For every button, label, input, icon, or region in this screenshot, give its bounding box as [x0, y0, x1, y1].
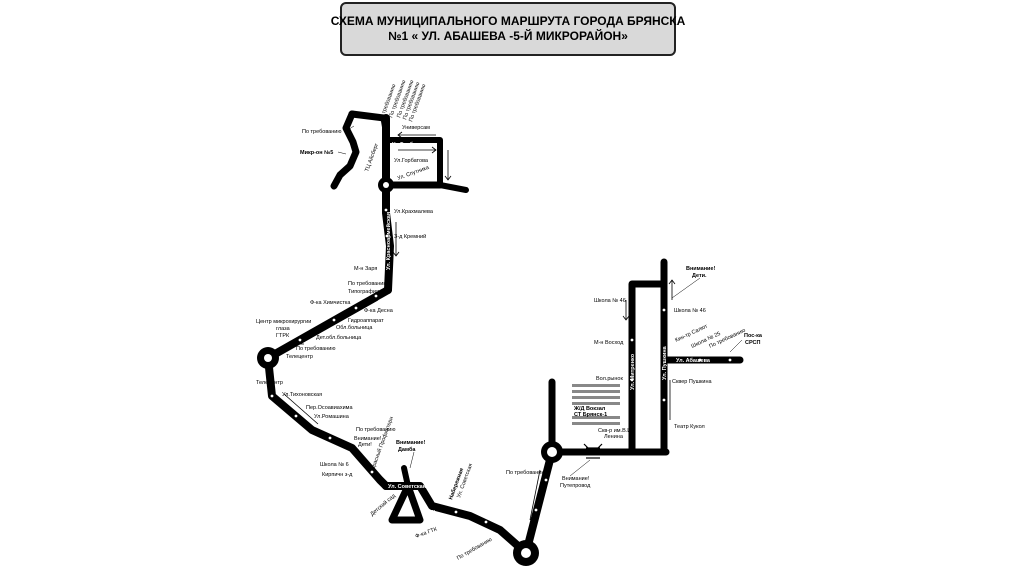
- street-krasnoarmeyskaya: Ул. Красноармейская: [385, 212, 392, 270]
- label-det-obl-bolnitsa: Дет.обл.больница: [316, 335, 362, 341]
- label-pos-ka-srsp-2: СРСП: [745, 340, 760, 346]
- stop-markers: [270, 208, 732, 524]
- label-sputnik: Ул. Спутника: [397, 165, 431, 182]
- label-pos-ka-srsp-1: Пос-ка: [744, 333, 763, 339]
- label-zhd-vokzal-2: СТ Брянск-1: [574, 412, 607, 418]
- label-po-treb-tele: По требованию: [296, 346, 335, 352]
- overpass-icon: [583, 443, 603, 459]
- label-po-treb-mid: По требованию: [356, 427, 395, 433]
- label-vnimanie-puteprovod-2: Путепровод: [560, 483, 591, 489]
- label-krakhmaleva: Ул.Крахмалева: [394, 209, 434, 215]
- label-teatr-kukol: Театр Кукол: [674, 424, 705, 430]
- label-vnimanie-damba-2: Дамба: [398, 446, 416, 453]
- label-center-mikr-2: глаза: [276, 326, 291, 332]
- label-romashina: Ул.Ромашина: [314, 414, 350, 420]
- label-shkola46-right: Школа № 46: [674, 308, 706, 314]
- label-univermag: Универсам: [402, 125, 430, 131]
- label-skver-lenin-2: Ленина: [604, 434, 624, 440]
- label-vnimanie-deti-1: Внимание!: [354, 436, 382, 442]
- label-vnimanie-deti-2: Дети!: [358, 442, 372, 448]
- label-skver-lenin-1: Скв-р им.В.И: [598, 428, 631, 434]
- label-shkola6: Школа № 6: [320, 462, 349, 468]
- label-f-ka-gtk: Ф-ка ГТК: [415, 526, 439, 540]
- label-krasnyi-prof: Красный Профинтерн: [369, 416, 395, 471]
- street-pushkina: Ул. Пушкина: [662, 345, 668, 380]
- street-gorbatova: Ул.Горбатова: [392, 141, 429, 148]
- leader-lines: [337, 125, 743, 477]
- label-f-ka-desna: Ф-ка Десна: [364, 308, 394, 314]
- label-tc-aisberg: ТЦ Айсберг: [363, 142, 380, 172]
- label-shkola46-left: Школа № 46: [594, 298, 626, 304]
- label-po-treb-tipo: По требованию: [348, 281, 387, 287]
- label-gorbatova: Ул.Горбатова: [394, 158, 429, 164]
- label-po-treb-left: По требованию: [302, 129, 341, 135]
- direction-arrows: [283, 131, 676, 521]
- label-kirpich: Кирпичн з-д: [322, 472, 353, 478]
- label-skver-pushkina: Сквер Пушкина: [672, 379, 713, 385]
- roundabouts: [257, 177, 563, 566]
- label-mn-zarya: М-н Заря: [354, 266, 377, 272]
- title-box: СХЕМА МУНИЦИПАЛЬНОГО МАРШРУТА ГОРОДА БРЯ…: [331, 2, 685, 56]
- label-center-mikr-1: Центр микрохирургии: [256, 319, 311, 325]
- railway-tracks: [572, 384, 620, 425]
- label-vnimanie-deti-top-2: Дети.: [692, 273, 707, 279]
- label-po-treb-right: По требованию: [506, 470, 545, 476]
- label-z-kremniy: З-д Кремний: [394, 233, 426, 240]
- label-per-osoviakhima: Пер.Осоавиахима: [306, 405, 353, 411]
- label-kostyleva: Ул.Костылева: [396, 184, 432, 190]
- label-vnimanie-deti-top-1: Внимание!: [686, 266, 715, 272]
- route-line: [264, 110, 744, 557]
- label-po-treb-bottom: По требованию: [456, 537, 493, 562]
- label-obl-bolnitsa: Обл.больница: [336, 325, 373, 331]
- label-vnimanie-damba-1: Внимание!: [396, 440, 425, 446]
- label-zhd-vokzal-1: Ж/Д Вокзал: [573, 406, 606, 412]
- street-sovetskaya: Ул. Советская: [388, 484, 426, 490]
- label-gidroapparat: Гидроаппарат: [348, 318, 384, 324]
- label-telecenter: Телецентр: [286, 354, 313, 360]
- label-vnimanie-puteprovod-1: Внимание!: [562, 476, 590, 482]
- title-line-2: №1 « УЛ. АБАШЕВА -5-Й МИКРОРАЙОН»: [388, 29, 628, 43]
- street-ul-k: Ул. К: [422, 510, 436, 516]
- label-vol-rynok: Вол.рынок: [596, 376, 623, 382]
- label-telecenter2: Телецентр: [256, 380, 283, 386]
- street-mitrenko: Ул. Митренко: [630, 353, 636, 390]
- street-abasheva: Ул. Абашева: [676, 357, 711, 364]
- label-center-mikr-3: ГТРК: [276, 333, 290, 339]
- label-mn-voskhod: М-н Восход: [594, 340, 624, 346]
- label-mikr5: Микр-он №5: [300, 150, 333, 156]
- label-f-ka-khimchistka: Ф-ка Химчистка: [310, 300, 351, 306]
- label-tipografiya: Типография: [348, 289, 379, 295]
- label-tikhonovskaya: Ул.Тихоновская: [282, 392, 322, 398]
- title-line-1: СХЕМА МУНИЦИПАЛЬНОГО МАРШРУТА ГОРОДА БРЯ…: [330, 14, 686, 28]
